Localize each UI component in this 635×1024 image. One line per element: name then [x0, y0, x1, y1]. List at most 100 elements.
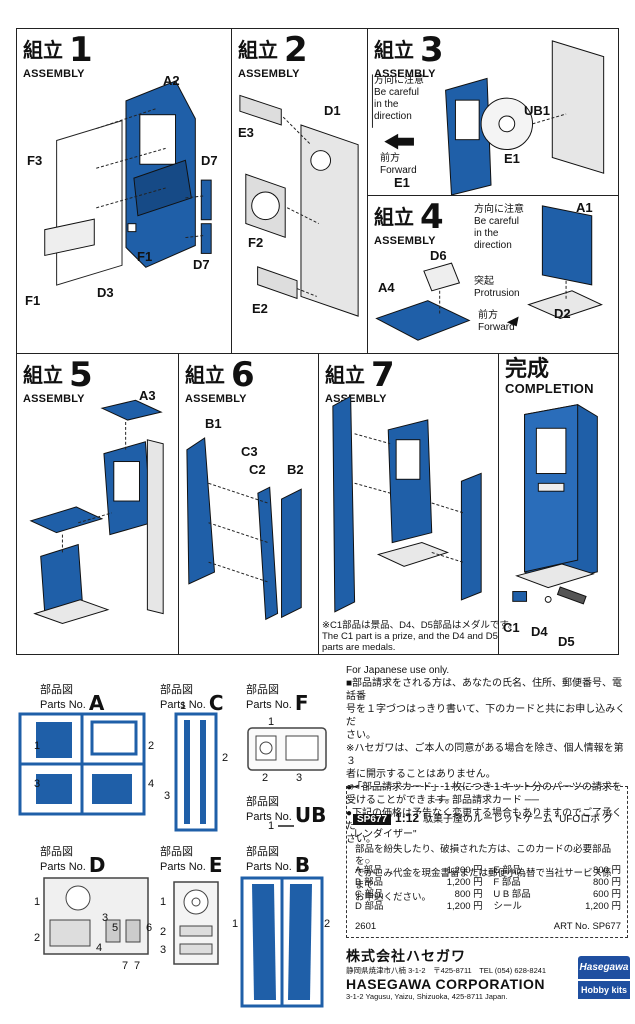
part-label-d7-top: D7 [201, 153, 218, 168]
step-2-illustration [239, 94, 359, 317]
part-num: 2 [324, 918, 331, 930]
part-num: 1 [268, 716, 275, 728]
parts-label-ub: 部品図 Parts No.UB [246, 796, 327, 827]
part-num: 1 [34, 896, 41, 908]
part-label-e3: E3 [238, 125, 254, 140]
part-label-c3: C3 [241, 444, 258, 459]
part-num: 2 [262, 772, 269, 784]
part-label-e1-left: E1 [394, 175, 410, 190]
art-number: ART No. SP677 [553, 921, 621, 932]
step-1-illustration [44, 80, 212, 286]
part-num: 6 [146, 922, 153, 934]
hasegawa-logo: Hasegawa Hobby kits [578, 956, 630, 1004]
part-label-a2: A2 [163, 73, 180, 88]
forward-note: 前方 Forward [478, 310, 515, 333]
company-info: 株式会社ハセガワ 静岡県焼津市八楠 3-1-2 〒425-8711 TEL (0… [346, 946, 546, 1002]
part-num: 7 [134, 960, 141, 972]
part-num: 1 [180, 700, 187, 712]
direction-note: 方向に注意 Be careful in the direction [474, 204, 524, 251]
part-label-c1: C1 [503, 620, 520, 635]
part-label-f1-right: F1 [137, 249, 153, 264]
part-num: 4 [96, 942, 103, 954]
forward-note: 前方 Forward [380, 153, 417, 176]
runner-ub [278, 825, 294, 827]
part-num: 2 [34, 932, 41, 944]
step-6-illustration [186, 437, 302, 621]
step-3-illustration [371, 40, 605, 195]
part-label-e1-right: E1 [504, 151, 520, 166]
part-label-a3: A3 [139, 388, 156, 403]
part-num: 5 [112, 922, 119, 934]
part-label-f1-left: F1 [25, 293, 41, 308]
part-label-d4: D4 [531, 624, 548, 639]
card-title: ── 部品請求カード ── [435, 795, 539, 806]
runner-e [173, 881, 219, 965]
card-instructions: 部品を紛失したり、破損された方は、このカードの必要部品を○ でかこみ代金を現金書… [355, 844, 612, 903]
part-label-d1: D1 [324, 103, 341, 118]
completed-model-illustration [512, 404, 598, 605]
parts-label-f: 部品図 Parts No.F [246, 684, 309, 715]
part-num: 2 [160, 926, 167, 938]
step-4-illustration [375, 205, 603, 341]
serial-number: 2601 [355, 921, 377, 932]
part-label-d3: D3 [97, 285, 114, 300]
part-label-a4: A4 [378, 280, 395, 295]
part-num: 1 [232, 918, 239, 930]
part-num: 1 [268, 820, 275, 832]
part-num: 3 [164, 790, 171, 802]
part-num: 1 [34, 740, 41, 752]
parts-label-c: 部品図 Parts No.C [160, 684, 224, 715]
scissors-icon: ✂ [350, 780, 361, 794]
runner-b [240, 876, 324, 1008]
parts-label-a: 部品図 Parts No.A [40, 684, 105, 715]
part-label-a1: A1 [576, 200, 593, 215]
company-address-jp: 静岡県焼津市八楠 3-1-2 〒425-8711 TEL (054) 628-8… [346, 966, 547, 975]
runner-c [174, 712, 218, 832]
part-label-b1: B1 [205, 416, 222, 431]
company-name-en: HASEGAWA CORPORATION [346, 976, 546, 992]
runner-a [18, 712, 146, 816]
parts-label-b: 部品図 Parts No.B [246, 846, 311, 877]
part-num: 3 [34, 778, 41, 790]
part-label-f3: F3 [27, 153, 43, 168]
part-num: 3 [296, 772, 303, 784]
medal-note: ※C1部品は景品、D4、D5部品はメダルです。 The C1 part is a… [322, 620, 518, 653]
part-label-b2: B2 [287, 462, 304, 477]
part-num: 3 [102, 912, 109, 924]
runner-d [43, 877, 149, 955]
part-num: 2 [222, 752, 229, 764]
part-num: 1 [160, 896, 167, 908]
parts-order-instructions: For Japanese use only. ■部品請求をされる方は、あなたの氏… [346, 665, 626, 845]
runner-f [247, 727, 327, 771]
part-label-d7-bottom: D7 [193, 257, 210, 272]
step-7-illustration [332, 395, 482, 613]
company-address-en: 3-1-2 Yagusu, Yaizu, Shizuoka, 425-8711 … [346, 992, 508, 1001]
part-num: 7 [122, 960, 129, 972]
part-label-d6: D6 [430, 248, 447, 263]
part-label-ub1: UB1 [524, 103, 551, 118]
parts-label-e: 部品図 Parts No.E [160, 846, 223, 877]
completion-title: 完成 COMPLETION [505, 356, 594, 396]
part-label-e2: E2 [252, 301, 268, 316]
